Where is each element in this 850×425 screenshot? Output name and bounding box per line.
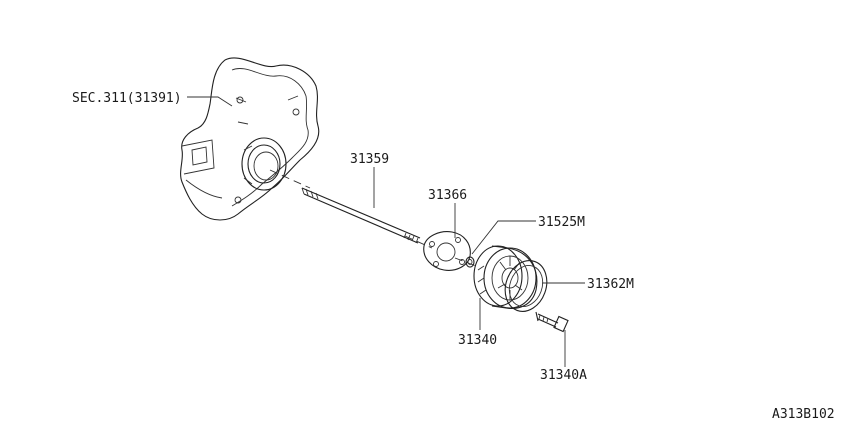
pump-part-number: 31340: [458, 333, 497, 348]
leader-lines: [187, 96, 585, 367]
transmission-case: [180, 57, 320, 221]
diagram-code: A313B102: [772, 407, 835, 422]
shaft-part-number: 31359: [350, 152, 389, 167]
pump-seal: [504, 260, 548, 312]
bolt-part-number: 31340A: [540, 368, 587, 383]
sec-reference-label: SEC.311(31391): [72, 91, 182, 106]
pump-bolt: [535, 311, 569, 333]
seal-ring: [465, 256, 475, 268]
assembly-axis: [269, 169, 477, 267]
ring-part-number: 31525M: [538, 215, 585, 230]
gasket-part-number: 31366: [428, 188, 467, 203]
pump-gasket: [423, 231, 471, 271]
input-shaft: [301, 187, 421, 244]
oil-pump: [473, 245, 538, 310]
seal-part-number: 31362M: [587, 277, 634, 292]
